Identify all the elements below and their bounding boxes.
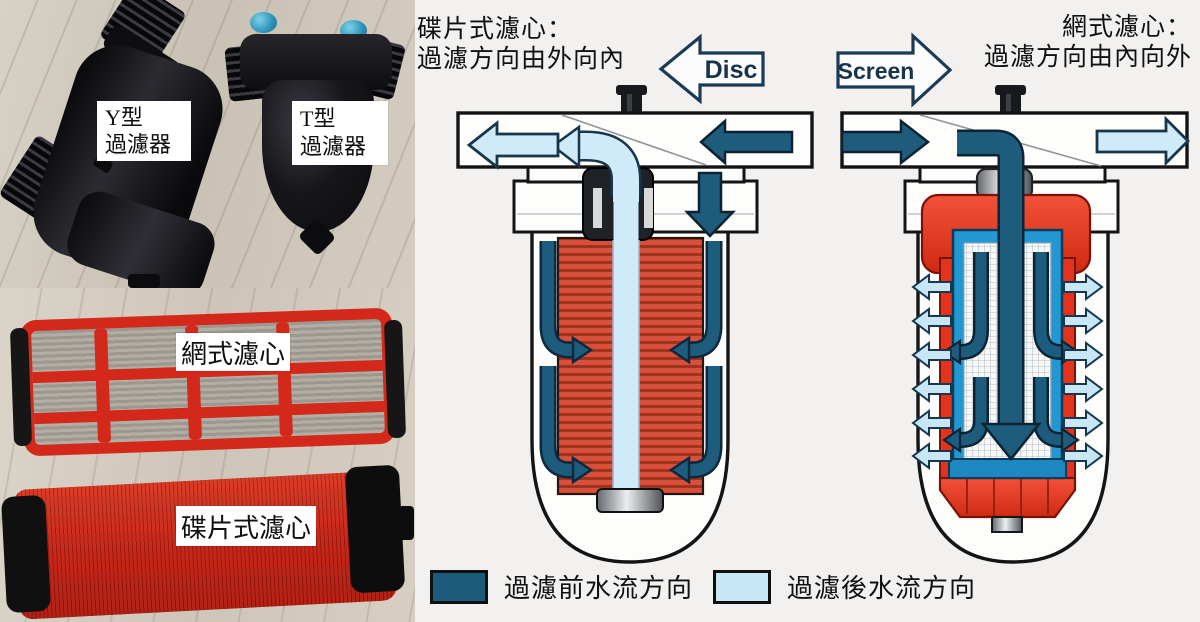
disc-outlet-arrow [466, 120, 560, 170]
screen-heading-line1: 網式濾心： [1061, 14, 1192, 41]
disc-down-arrow [684, 171, 736, 238]
screen-inlet-arrow [840, 118, 931, 166]
screen-filter-diagram [840, 85, 1190, 564]
disc-center-tube-and-elbow-arrow [550, 124, 642, 492]
y-filter-label: Y型 過濾器 [97, 101, 191, 161]
screen-bottom-nub [991, 516, 1023, 533]
disc-heading-line2: 過濾方向由外向內 [417, 46, 626, 73]
screen-heading-line2: 過濾方向由內向外 [983, 44, 1192, 71]
photo-black-filters: Y型 過濾器 T型 過濾器 [0, 0, 415, 288]
legend-before-label: 過濾前水流方向 [504, 574, 694, 603]
screen-mesh-bottom-bar [948, 458, 1067, 479]
screen-branch-arrows [942, 252, 1080, 454]
disc-purge-knob [616, 85, 647, 114]
disc-core-right-cap [344, 464, 406, 594]
disc-heading: 碟片式濾心： 過濾方向由外向內 [417, 15, 625, 75]
disc-filter-diagram [456, 85, 814, 564]
screen-purge-knob [995, 85, 1026, 114]
disc-bottom-cap [596, 488, 664, 513]
disc-core-left-cap [0, 494, 52, 614]
screen-center-pipe-arrow [957, 129, 1042, 462]
screen-heading: 網式濾心： 過濾方向由內向外 [952, 13, 1192, 73]
filter-schematic-svg: Disc Screen [456, 32, 1190, 564]
y-filter-label-line1: Y型 [105, 105, 143, 130]
screen-core-rib [94, 328, 112, 443]
disc-core-label-text: 碟片式濾心 [180, 513, 311, 543]
legend-after-filtration: 過濾後水流方向 [713, 568, 976, 605]
legend-before-filtration: 過濾前水流方向 [430, 568, 693, 605]
legend-after-label: 過濾後水流方向 [787, 574, 977, 603]
legend-before-swatch [430, 569, 488, 604]
screen-core-right-ring [383, 319, 407, 439]
disc-core-label: 碟片式濾心 [176, 506, 316, 546]
y-filter-label-line2: 過濾器 [105, 132, 172, 157]
disc-adapter-slot2 [644, 188, 653, 228]
screen-core-label: 網式濾心 [176, 333, 290, 371]
screen-outlet-arrow [1095, 115, 1190, 167]
screen-core-rail2 [33, 400, 385, 425]
disc-arrow-label: Disc [705, 56, 758, 84]
y-filter-bottom-nub [128, 274, 160, 288]
disc-heading-line1: 碟片式濾心： [417, 16, 574, 43]
disc-direction-arrow: Disc [658, 33, 765, 105]
disc-adapter-slot [593, 188, 602, 228]
disc-core-right-nub [398, 506, 414, 540]
legend-after-swatch [713, 569, 771, 604]
disc-inlet-arrow [699, 118, 794, 166]
t-filter-label: T型 過濾器 [292, 101, 388, 165]
disc-annulus-arrows [539, 241, 723, 485]
screen-core-photo [19, 307, 397, 457]
screen-core-label-text: 網式濾心 [180, 339, 285, 369]
t-filter-label-line2: 過濾器 [300, 134, 367, 159]
photo-red-cartridges: 網式濾心 碟片式濾心 [0, 288, 415, 622]
screen-outward-arrows [911, 273, 1104, 470]
disc-pipe-divider [561, 114, 707, 166]
t-filter-blue-cap-left [250, 12, 277, 33]
screen-arrow-label: Screen [838, 58, 915, 84]
t-filter-label-line1: T型 [300, 106, 336, 131]
screen-direction-arrow: Screen [836, 32, 953, 108]
diagram-panel: Disc Screen [415, 0, 1200, 622]
